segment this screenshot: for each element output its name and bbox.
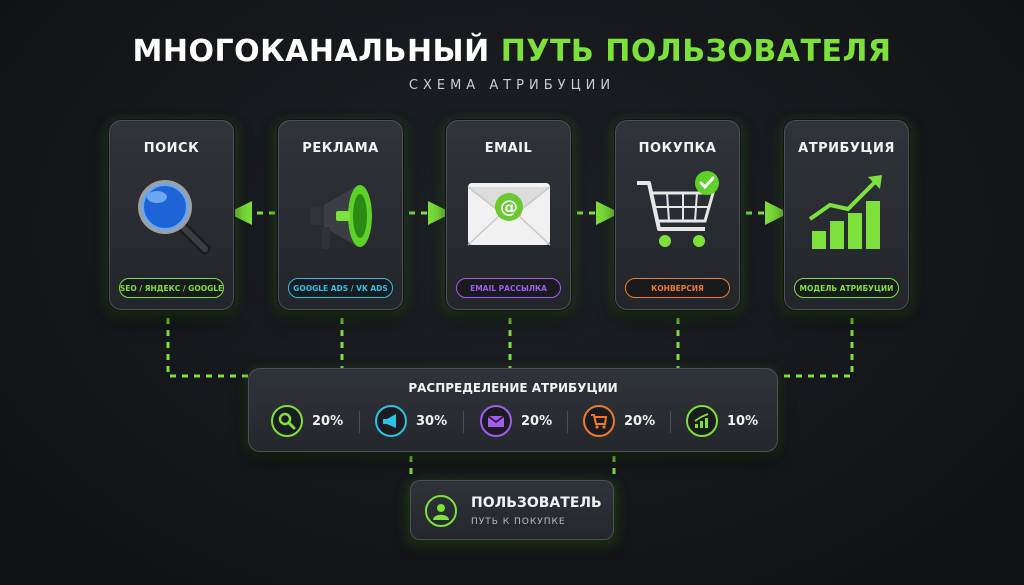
page-subtitle: СХЕМА АТРИБУЦИИ [408,78,616,93]
user-card[interactable]: ПОЛЬЗОВАТЕЛЬ ПУТЬ К ПОКУПКЕ [410,480,614,540]
distribution-title: РАСПРЕДЕЛЕНИЕ АТРИБУЦИИ [408,381,618,395]
growth-chart-icon [686,405,718,437]
distribution-value: 20% [521,413,553,429]
channel-card-ads[interactable]: РЕКЛАМА GOOGLE ADS / VK ADS [278,120,403,310]
distribution-item-email: 20% [480,403,552,439]
distribution-value: 20% [624,413,656,429]
channel-card-purchase[interactable]: ПОКУПКА КОНВЕРСИЯ [615,120,740,310]
distribution-item-search: 20% [271,403,343,439]
search-icon [271,405,303,437]
link-attribution-dist [778,318,854,378]
channel-title: EMAIL [484,141,533,156]
user-subtitle: ПУТЬ К ПОКУПКЕ [471,517,566,527]
megaphone-icon [375,405,407,437]
channel-tag: GOOGLE ADS / VK ADS [288,278,393,298]
divider [463,411,464,433]
page-title: МНОГОКАНАЛЬНЫЙ ПУТЬ ПОЛЬЗОВАТЕЛЯ [0,34,1024,69]
megaphone-icon [310,185,372,249]
link-search-dist [166,318,248,378]
cart-icon [637,171,719,247]
cart-icon [583,405,615,437]
distribution-item-attribution: 10% [686,403,758,439]
divider [359,411,360,433]
envelope-icon: @ [467,183,551,246]
envelope-icon [480,405,512,437]
channel-tag: КОНВЕРСИЯ [625,278,730,298]
divider [567,411,568,433]
user-icon [425,495,457,527]
distribution-value: 30% [416,413,448,429]
attribution-distribution-panel: РАСПРЕДЕЛЕНИЕ АТРИБУЦИИ 20% 30% 20% 20% … [248,368,778,452]
magnifier-icon [138,180,211,255]
channel-title: ПОКУПКА [638,141,717,156]
channel-title: ПОИСК [143,141,200,156]
divider [670,411,671,433]
title-main: МНОГОКАНАЛЬНЫЙ [132,34,490,69]
channel-tag: МОДЕЛЬ АТРИБУЦИИ [794,278,899,298]
title-accent: ПУТЬ ПОЛЬЗОВАТЕЛЯ [500,34,892,69]
user-name: ПОЛЬЗОВАТЕЛЬ [471,495,602,511]
channel-card-attribution[interactable]: АТРИБУЦИЯ МОДЕЛЬ АТРИБУЦИИ [784,120,909,310]
distribution-value: 20% [312,413,344,429]
distribution-item-ads: 30% [375,403,447,439]
distribution-item-purchase: 20% [583,403,655,439]
channel-title: АТРИБУЦИЯ [798,141,895,156]
channel-tag: EMAIL РАССЫЛКА [456,278,561,298]
channel-title: РЕКЛАМА [302,141,379,156]
distribution-value: 10% [727,413,759,429]
growth-chart-icon [808,175,882,249]
svg-text:@: @ [500,197,518,218]
channel-tag: SEO / ЯНДЕКС / GOOGLE [119,278,224,298]
channel-card-search[interactable]: ПОИСК SEO / ЯНДЕКС / GOOGLE [109,120,234,310]
channel-card-email[interactable]: EMAIL @ EMAIL РАССЫЛКА [446,120,571,310]
